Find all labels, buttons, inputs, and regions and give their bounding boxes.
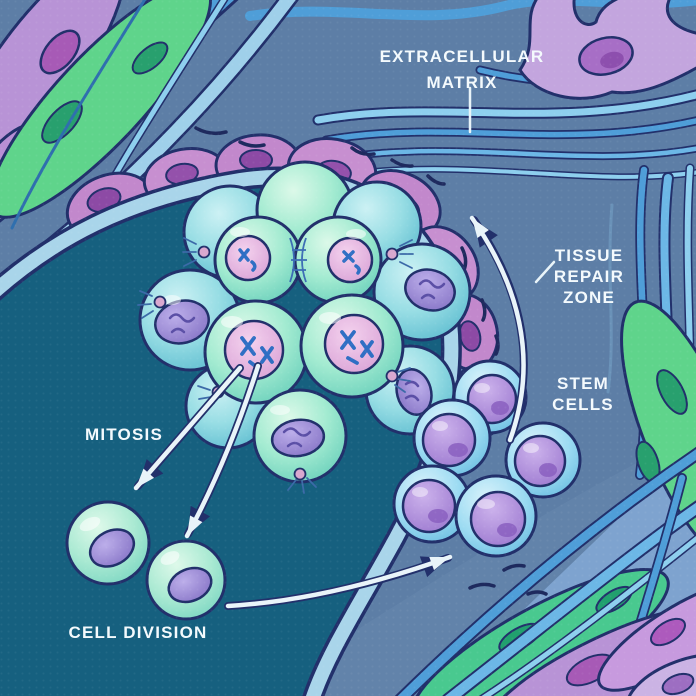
label-tissue-repair-line3: ZONE xyxy=(563,288,615,307)
label-extracellular-matrix-line1: EXTRACELLULAR xyxy=(380,47,545,66)
tissue-repair-leader-line xyxy=(534,260,556,284)
mitosis-arrow-left xyxy=(133,364,244,491)
label-mitosis: MITOSIS xyxy=(85,425,163,444)
label-extracellular-matrix-line2: MATRIX xyxy=(426,73,497,92)
annotation-arrows xyxy=(133,86,556,610)
label-tissue-repair-line2: REPAIR xyxy=(554,267,624,286)
label-stem-cells-line2: CELLS xyxy=(552,395,614,414)
arrow xyxy=(469,215,526,443)
arrow xyxy=(133,365,243,491)
label-tissue-repair-line1: TISSUE xyxy=(555,246,624,265)
tissue-repair-arrow xyxy=(469,215,528,444)
cell-division-to-stem-cells-arrow xyxy=(224,554,453,610)
mitosis-arrow-right xyxy=(184,362,262,539)
labels: EXTRACELLULAR MATRIX TISSUE REPAIR ZONE … xyxy=(68,47,624,642)
arrow xyxy=(225,554,453,609)
arrow xyxy=(184,363,261,539)
label-stem-cells-line1: STEM xyxy=(557,374,609,393)
label-cell-division: CELL DIVISION xyxy=(68,623,207,642)
